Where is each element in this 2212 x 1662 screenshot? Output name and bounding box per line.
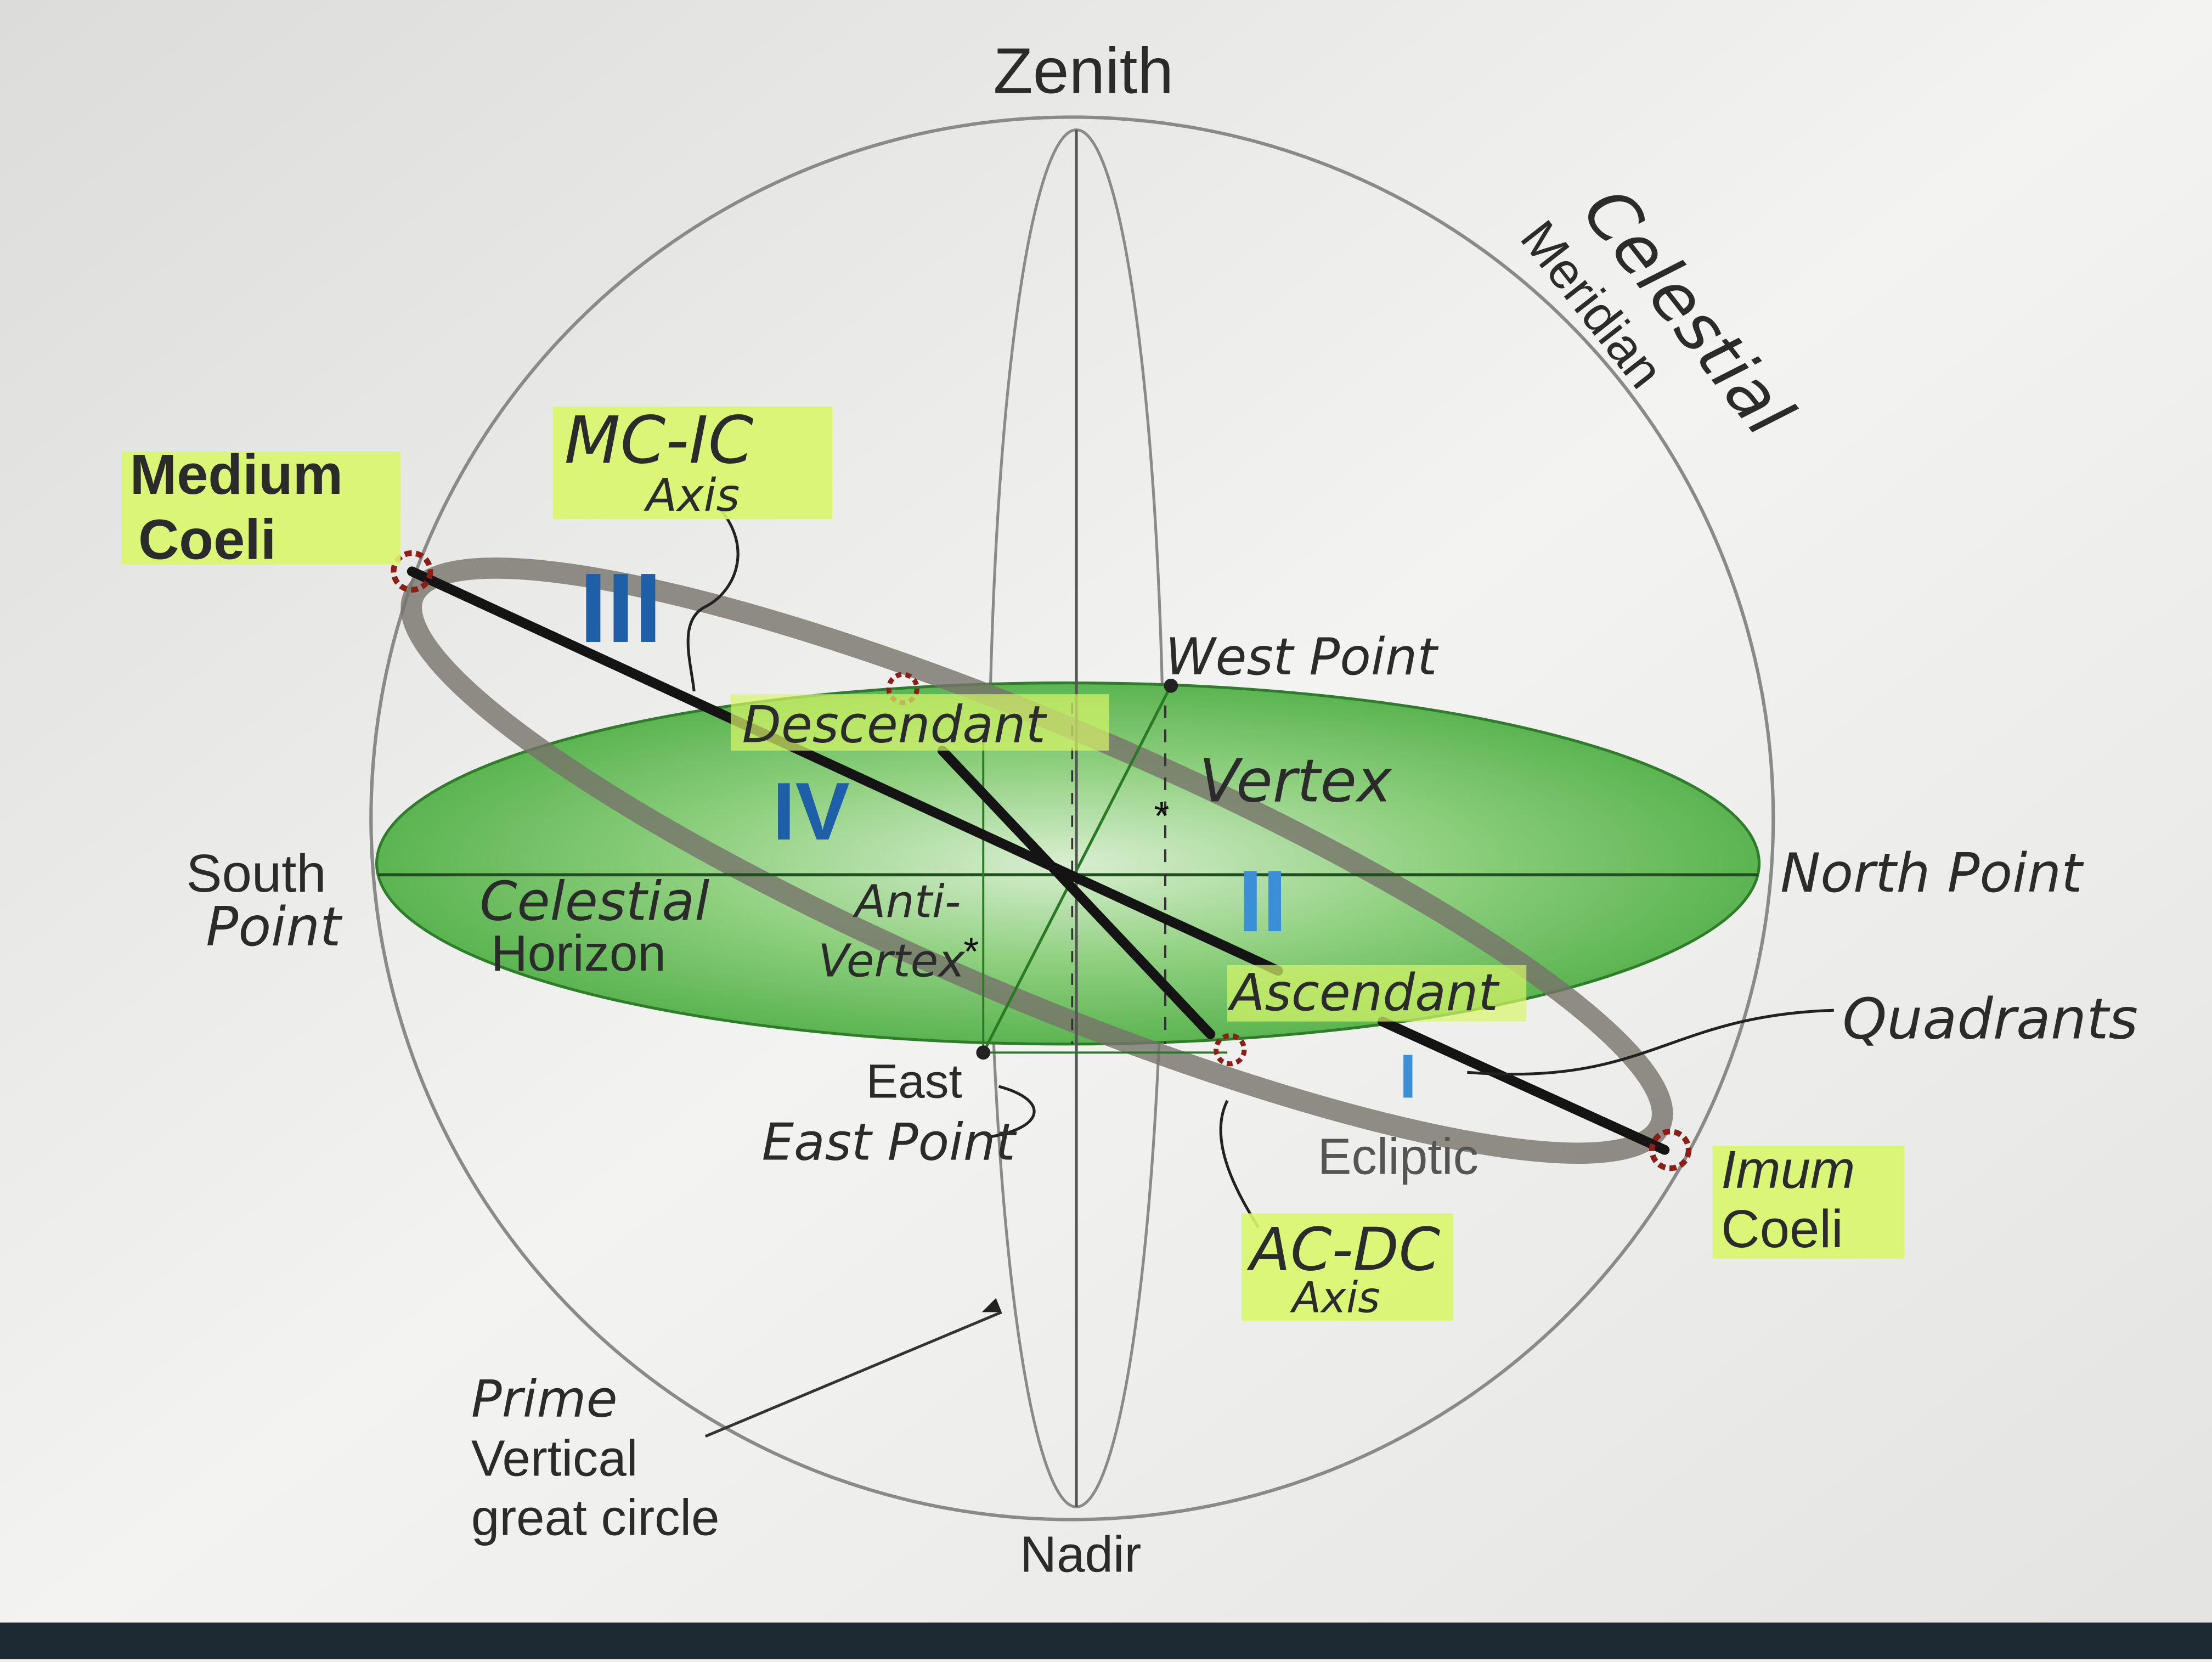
east-point-pointer-line [987, 1085, 1036, 1139]
anti-vertex-line2: Vertex [818, 935, 966, 987]
celestial-horizon-plane [375, 681, 1761, 1046]
nadir-label: Nadir [1020, 1526, 1141, 1583]
mc-ic-axis-upper [407, 566, 1283, 976]
quadrant-i-numeral: I [1400, 1042, 1417, 1111]
mc-ic-highlight [553, 406, 833, 520]
ac-dc-axis [937, 746, 1216, 1039]
imum-coeli-line2: Coeli [1721, 1199, 1843, 1259]
vertex-star-icon: * [1154, 795, 1169, 838]
west-point-dot [1164, 678, 1178, 693]
north-point-label: North Point [1780, 842, 2084, 905]
east-point-label: East Point [762, 1113, 1018, 1172]
imum-coeli-line1: Imum [1721, 1140, 1855, 1199]
prime-vertical-line3: great circle [471, 1489, 720, 1546]
prime-vertical-arrowhead [981, 1298, 1002, 1312]
mc-ic-line1: MC-IC [565, 402, 754, 478]
mc-ic-line2: Axis [644, 470, 740, 522]
south-point-line1: South [186, 843, 326, 903]
medium-coeli-highlight [121, 451, 401, 565]
anti-vertex-line1: Anti- [852, 876, 961, 928]
south-point-line2: Point [206, 896, 343, 959]
quadrant-iii-numeral: III [579, 553, 662, 663]
vertex-label: Vertex [1199, 747, 1392, 816]
east-point-dot [976, 1045, 991, 1060]
quadrant-ii-numeral: II [1238, 852, 1287, 950]
west-point-label: West Point [1165, 627, 1439, 686]
east-west-line [981, 685, 1172, 1053]
prime-vertical-pointer-line [704, 1311, 1002, 1438]
imum-coeli-marker [1649, 1129, 1692, 1171]
ac-dc-highlight [1241, 1213, 1453, 1321]
medium-coeli-line2: Coeli [138, 508, 276, 571]
ascendant-label: Ascendant [1227, 963, 1500, 1022]
medium-coeli-line1: Medium [130, 443, 343, 506]
quadrants-label: Quadrants [1842, 987, 2138, 1052]
screen-bezel [0, 1622, 2212, 1659]
mc-ic-axis-lower [1378, 1016, 1670, 1155]
ascendant-highlight [1227, 965, 1527, 1022]
medium-coeli-marker [391, 550, 433, 593]
quadrant-iv-numeral: IV [772, 765, 850, 857]
prime-vertical-line1: Prime [471, 1370, 618, 1429]
celestial-horizon-line1: Celestial [479, 871, 709, 933]
descendant-label: Descendant [742, 695, 1048, 754]
east-label: East [866, 1055, 962, 1108]
celestial-horizon-line2: Horizon [491, 925, 666, 982]
zenith-label: Zenith [994, 35, 1174, 108]
ascendant-marker [1214, 1033, 1247, 1067]
descendant-highlight [731, 694, 1109, 751]
ecliptic-label: Ecliptic [1318, 1128, 1479, 1185]
imum-coeli-highlight [1712, 1146, 1905, 1259]
celestial-sphere-outline [369, 115, 1775, 1522]
prime-vertical-line2: Vertical [471, 1430, 638, 1487]
quadrants-pointer-line [1467, 1009, 1834, 1076]
mc-ic-pointer-line [686, 507, 740, 692]
ac-dc-line1: AC-DC [1246, 1215, 1440, 1284]
anti-vertex-star-icon: * [963, 930, 979, 974]
ac-dc-line2: Axis [1289, 1273, 1380, 1322]
